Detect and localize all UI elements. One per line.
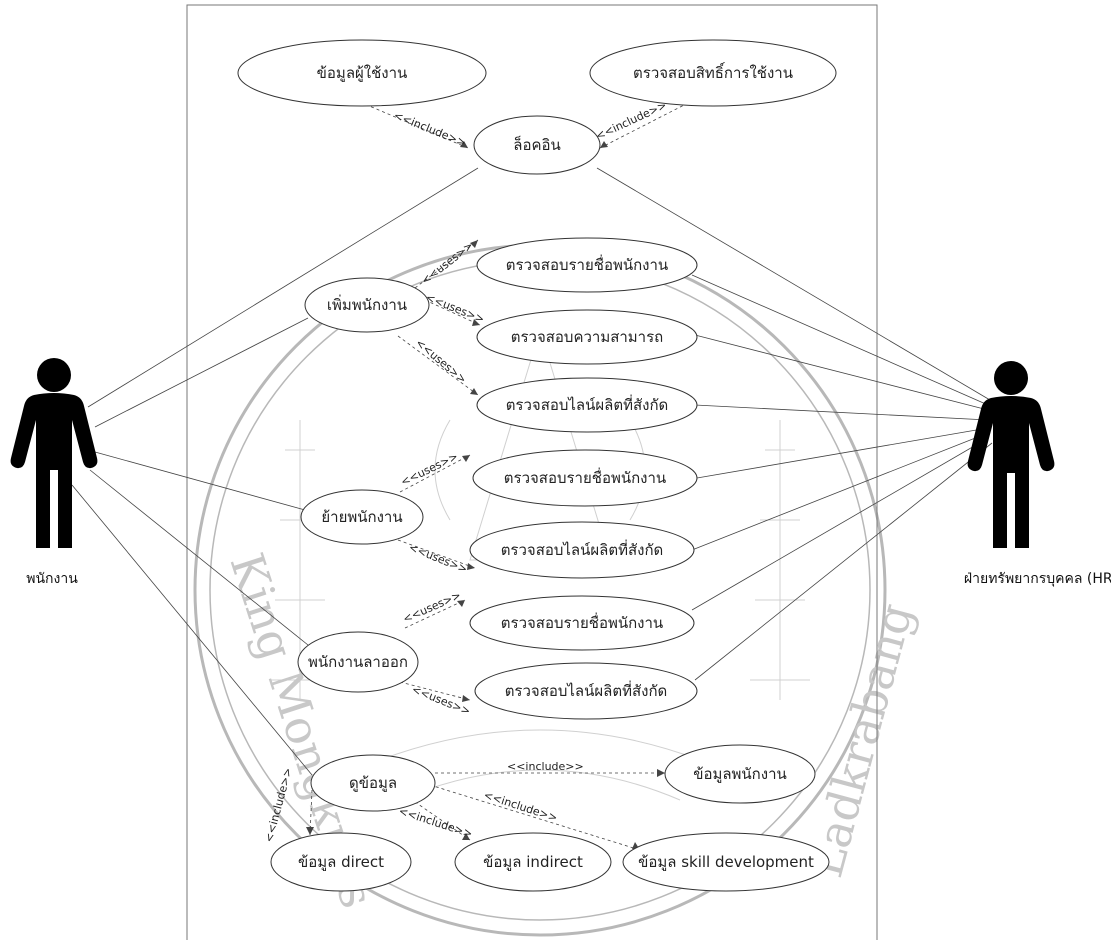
include-label: <<include>> bbox=[392, 109, 468, 150]
uses-label: <<uses>> bbox=[413, 336, 469, 386]
usecase-check-line-2: ตรวจสอบไลน์ผลิตที่สังกัด bbox=[469, 521, 695, 579]
usecase-label: ข้อมูล direct bbox=[298, 853, 384, 871]
include-label: <<include>> bbox=[507, 760, 584, 773]
usecase-label: ล็อคอิน bbox=[513, 135, 561, 154]
usecase-label: ตรวจสอบความสามารถ bbox=[511, 328, 664, 346]
usecase-check-ability: ตรวจสอบความสามารถ bbox=[476, 309, 698, 365]
usecase-label: ข้อมูลผู้ใช้งาน bbox=[317, 64, 408, 82]
usecase-check-name-list-1: ตรวจสอบรายชื่อพนักงาน bbox=[476, 237, 698, 293]
usecase-view-info: ดูข้อมูล bbox=[310, 754, 436, 812]
usecase-check-name-list-2: ตรวจสอบรายชื่อพนักงาน bbox=[472, 449, 698, 507]
arrowheads bbox=[306, 141, 665, 850]
actor-hr: ฝ่ายทรัพยากรบุคคล (HR) bbox=[964, 361, 1111, 587]
usecase-label: ดูข้อมูล bbox=[349, 774, 397, 792]
usecase-label: ตรวจสอบไลน์ผลิตที่สังกัด bbox=[506, 394, 669, 414]
usecase-user-info: ข้อมูลผู้ใช้งาน bbox=[237, 39, 487, 107]
usecase-label: เพิ่มพนักงาน bbox=[327, 294, 407, 314]
usecase-label: ตรวจสอบไลน์ผลิตที่สังกัด bbox=[505, 680, 668, 700]
include-label: <<include>> bbox=[482, 788, 559, 824]
usecase-check-name-list-3: ตรวจสอบรายชื่อพนักงาน bbox=[469, 595, 695, 651]
uses-label: <<uses>> bbox=[399, 450, 460, 489]
usecase-label: ข้อมูล indirect bbox=[483, 853, 583, 871]
usecase-label: ข้อมูลพนักงาน bbox=[693, 765, 787, 783]
usecase-move-employee: ย้ายพนักงาน bbox=[300, 489, 424, 545]
include-label: <<include>> bbox=[397, 804, 474, 840]
use-cases: ข้อมูลผู้ใช้งาน ตรวจสอบสิทธิ์การใช้งาน ล… bbox=[237, 39, 837, 892]
uses-label: <<uses>> bbox=[401, 589, 463, 626]
usecase-label: ตรวจสอบรายชื่อพนักงาน bbox=[506, 254, 668, 274]
usecase-label: ข้อมูล skill development bbox=[638, 853, 814, 871]
usecase-employee-resign: พนักงานลาออก bbox=[297, 631, 419, 693]
usecase-add-employee: เพิ่มพนักงาน bbox=[304, 277, 430, 333]
usecase-label: ตรวจสอบรายชื่อพนักงาน bbox=[504, 467, 666, 487]
usecase-check-line-3: ตรวจสอบไลน์ผลิตที่สังกัด bbox=[474, 662, 698, 720]
usecase-check-line-1: ตรวจสอบไลน์ผลิตที่สังกัด bbox=[476, 377, 698, 433]
usecase-label: ย้ายพนักงาน bbox=[321, 508, 402, 526]
usecase-indirect-info: ข้อมูล indirect bbox=[454, 832, 612, 892]
person-icon bbox=[967, 361, 1055, 548]
usecase-label: ตรวจสอบรายชื่อพนักงาน bbox=[501, 612, 663, 632]
usecase-label: ตรวจสอบไลน์ผลิตที่สังกัด bbox=[501, 539, 664, 559]
usecase-employee-info: ข้อมูลพนักงาน bbox=[664, 744, 816, 804]
usecase-check-permission: ตรวจสอบสิทธิ์การใช้งาน bbox=[589, 39, 837, 107]
usecase-login: ล็อคอิน bbox=[473, 115, 601, 175]
usecase-label: พนักงานลาออก bbox=[308, 653, 408, 671]
watermark-text-right: Ladkrabang bbox=[798, 598, 923, 883]
actor-employee: พนักงาน bbox=[10, 358, 98, 587]
usecase-direct-info: ข้อมูล direct bbox=[270, 832, 412, 892]
uses-label: <<uses>> bbox=[424, 291, 486, 326]
person-icon bbox=[10, 358, 98, 548]
include-label: <<include>> bbox=[594, 99, 669, 143]
actor-label: ฝ่ายทรัพยากรบุคคล (HR) bbox=[964, 571, 1111, 587]
uses-label: <<uses>> bbox=[407, 541, 469, 576]
associations bbox=[71, 167, 993, 776]
usecase-skill-info: ข้อมูล skill development bbox=[622, 832, 830, 892]
usecase-label: ตรวจสอบสิทธิ์การใช้งาน bbox=[633, 62, 793, 82]
actor-label: พนักงาน bbox=[26, 571, 78, 587]
system-boundary bbox=[186, 4, 878, 940]
